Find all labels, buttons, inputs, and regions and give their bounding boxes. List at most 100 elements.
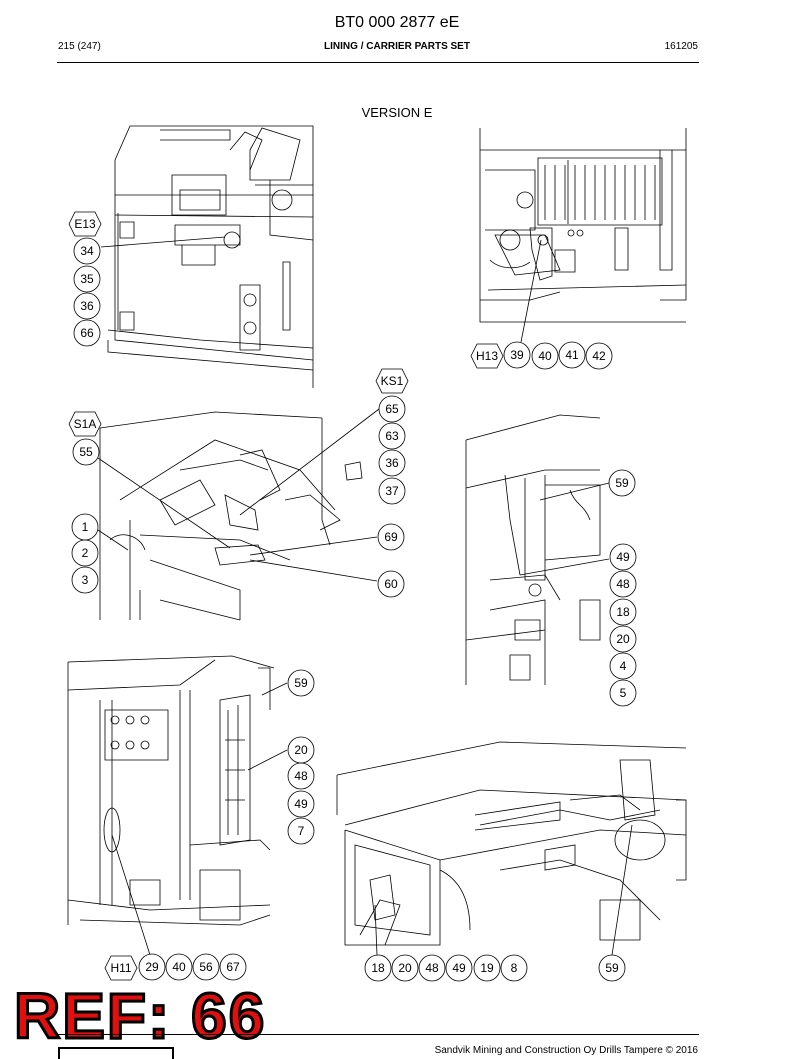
page-number: 215 (247) xyxy=(58,41,101,52)
ref-stamp: REF: 66 xyxy=(12,980,267,1052)
callout-label: H11 xyxy=(110,961,131,975)
callout-c8-0: 18 xyxy=(364,954,392,982)
callout-label: 2 xyxy=(82,546,89,560)
callout-label: 39 xyxy=(510,348,524,362)
callout-c6-2: 48 xyxy=(287,762,315,790)
callout-c7-3: 56 xyxy=(192,953,220,981)
callout-c1-3: 36 xyxy=(73,292,101,320)
callout-label: 49 xyxy=(294,797,308,811)
callout-label: 40 xyxy=(172,960,186,974)
callout-c1-2: 35 xyxy=(73,265,101,293)
callout-label: 19 xyxy=(480,961,494,975)
callout-label: 35 xyxy=(80,272,94,286)
section-title: LINING / CARRIER PARTS SET xyxy=(324,41,470,52)
callout-c2-3: 41 xyxy=(558,341,586,369)
callout-label: 7 xyxy=(298,824,305,838)
callout-label: 59 xyxy=(615,476,629,490)
version-label: VERSION E xyxy=(361,105,433,120)
callout-c6-3: 49 xyxy=(287,790,315,818)
view-bottom-left xyxy=(67,655,275,926)
callout-c2-0: H13 xyxy=(470,343,504,369)
callout-label: 20 xyxy=(398,961,412,975)
callout-c8-4: 19 xyxy=(473,954,501,982)
callout-c8-2: 48 xyxy=(418,954,446,982)
callout-label: 56 xyxy=(199,960,213,974)
callout-c8-6: 59 xyxy=(598,954,626,982)
document-number: BT0 000 2877 eE xyxy=(334,14,460,31)
callout-label: 48 xyxy=(294,769,308,783)
callout-c5-1: 49 xyxy=(609,543,637,571)
callout-c4-3: 2 xyxy=(71,539,99,567)
callout-label: 3 xyxy=(82,573,89,587)
callout-label: 1 xyxy=(82,520,89,534)
callout-label: 34 xyxy=(80,244,94,258)
callout-c3-3: 36 xyxy=(378,449,406,477)
callout-label: 20 xyxy=(616,632,630,646)
callout-c5-4: 20 xyxy=(609,625,637,653)
view-middle-right xyxy=(465,414,601,685)
callout-c3-1: 65 xyxy=(378,395,406,423)
callout-label: KS1 xyxy=(381,374,404,388)
footer-divider xyxy=(57,1034,699,1035)
callout-c4-1: 55 xyxy=(72,438,100,466)
footer-copyright: Sandvik Mining and Construction Oy Drill… xyxy=(434,1045,698,1056)
callout-c3-5: 69 xyxy=(377,523,405,551)
callout-label: S1A xyxy=(74,417,97,431)
callout-c8-3: 49 xyxy=(445,954,473,982)
callout-label: 66 xyxy=(80,326,94,340)
callout-c3-4: 37 xyxy=(378,477,406,505)
callout-c3-0: KS1 xyxy=(375,368,409,394)
callout-c7-0: H11 xyxy=(104,955,138,981)
callout-label: 59 xyxy=(605,961,619,975)
date-code: 161205 xyxy=(664,41,698,52)
callout-c4-2: 1 xyxy=(71,513,99,541)
callout-label: 60 xyxy=(384,577,398,591)
callout-label: 8 xyxy=(511,961,518,975)
callout-label: 18 xyxy=(616,605,630,619)
callout-c2-1: 39 xyxy=(503,341,531,369)
callout-c7-4: 67 xyxy=(219,953,247,981)
callout-label: 29 xyxy=(145,960,159,974)
callout-c7-1: 29 xyxy=(138,953,166,981)
callout-c7-2: 40 xyxy=(165,953,193,981)
callout-label: E13 xyxy=(74,217,96,231)
callout-label: 48 xyxy=(425,961,439,975)
view-top-right xyxy=(479,128,687,323)
callout-c5-6: 5 xyxy=(609,679,637,707)
callout-label: 49 xyxy=(616,550,630,564)
callout-label: 69 xyxy=(384,530,398,544)
callout-label: 48 xyxy=(616,577,630,591)
callout-label: 63 xyxy=(385,429,399,443)
callout-c5-0: 59 xyxy=(608,469,636,497)
view-middle-left xyxy=(99,411,363,621)
callout-c1-4: 66 xyxy=(73,319,101,347)
callout-label: 55 xyxy=(79,445,93,459)
callouts: E13 34 35 36 66 H13 39 40 41 42 KS1 65 6… xyxy=(68,211,637,982)
callout-c8-5: 8 xyxy=(500,954,528,982)
callout-c6-4: 7 xyxy=(287,817,315,845)
callout-label: 67 xyxy=(226,960,240,974)
callout-label: 4 xyxy=(620,659,627,673)
callout-c4-4: 3 xyxy=(71,566,99,594)
callout-label: 65 xyxy=(385,402,399,416)
callout-c5-3: 18 xyxy=(609,598,637,626)
leader-lines xyxy=(97,236,633,956)
callout-c3-6: 60 xyxy=(377,570,405,598)
callout-label: 41 xyxy=(565,348,579,362)
callout-c1-0: E13 xyxy=(68,211,102,237)
callout-c3-2: 63 xyxy=(378,422,406,450)
callout-label: 59 xyxy=(294,676,308,690)
callout-label: 49 xyxy=(452,961,466,975)
callout-c5-2: 48 xyxy=(609,570,637,598)
callout-c2-2: 40 xyxy=(531,342,559,370)
view-bottom-right xyxy=(336,741,687,946)
callout-label: 42 xyxy=(592,349,606,363)
callout-c5-5: 4 xyxy=(609,652,637,680)
callout-label: 18 xyxy=(371,961,385,975)
callout-label: 37 xyxy=(385,484,399,498)
callout-c4-0: S1A xyxy=(68,411,102,437)
view-top-left xyxy=(107,125,314,388)
callout-label: H13 xyxy=(476,349,498,363)
callout-c6-0: 59 xyxy=(287,669,315,697)
